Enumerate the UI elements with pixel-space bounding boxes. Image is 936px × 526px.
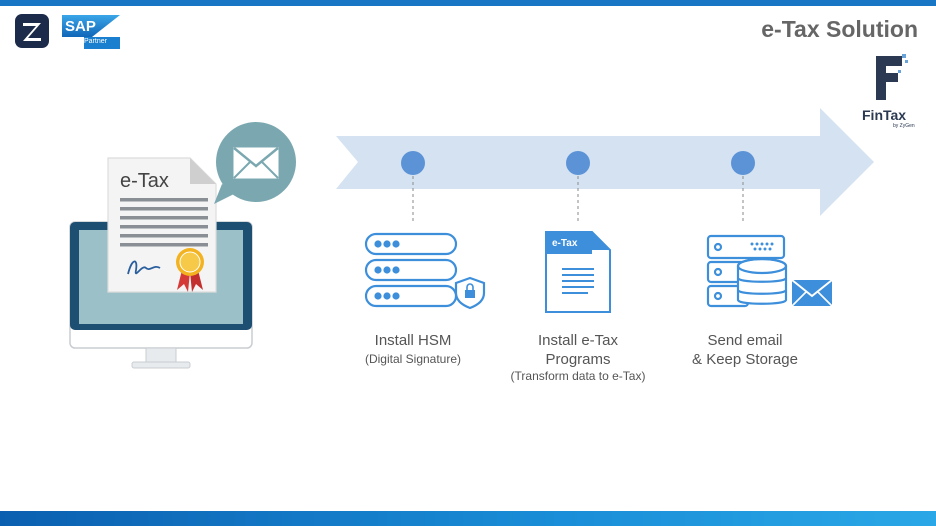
step-1-subtitle: (Digital Signature)	[364, 352, 462, 366]
zygen-logo-icon	[15, 14, 49, 48]
fintax-brand-sub: by ZyGen	[893, 123, 915, 129]
step-2-label: Install e-Tax Programs (Transform data t…	[493, 331, 663, 384]
page-title: e-Tax Solution	[761, 16, 918, 42]
step-1-dot	[401, 151, 425, 175]
step-2-title-line2: Programs	[545, 351, 611, 368]
etax-doc-tag: e-Tax	[552, 238, 578, 249]
etax-illustration	[69, 122, 296, 369]
step-3-title-line1: Send email	[707, 332, 783, 349]
step-1-title: Install HSM	[374, 332, 452, 349]
server-lock-icon	[364, 232, 486, 310]
bottom-accent-bar	[0, 511, 936, 526]
sap-text: SAP	[65, 18, 96, 35]
step-3-dot	[731, 151, 755, 175]
step-2-subtitle: (Transform data to e-Tax)	[510, 369, 646, 383]
certificate-title: e-Tax	[120, 170, 169, 192]
step-2-title-line1: Install e-Tax	[537, 332, 619, 349]
email-bubble-icon	[214, 122, 296, 204]
step-3-label: Send email & Keep Storage	[675, 331, 815, 369]
etax-document-icon	[545, 231, 611, 313]
step-2-dot	[566, 151, 590, 175]
step-3-title-line2: & Keep Storage	[692, 351, 798, 368]
database-mail-icon	[706, 234, 833, 308]
fintax-logo-icon	[876, 54, 908, 100]
sap-partner-label: Partner	[84, 38, 107, 45]
sap-partner-logo: SAP	[62, 15, 120, 49]
certificate-document-icon	[107, 157, 217, 293]
top-accent-bar	[0, 0, 936, 6]
fintax-brand-name: FinTax	[862, 107, 907, 123]
step-1-label: Install HSM (Digital Signature)	[348, 331, 478, 367]
